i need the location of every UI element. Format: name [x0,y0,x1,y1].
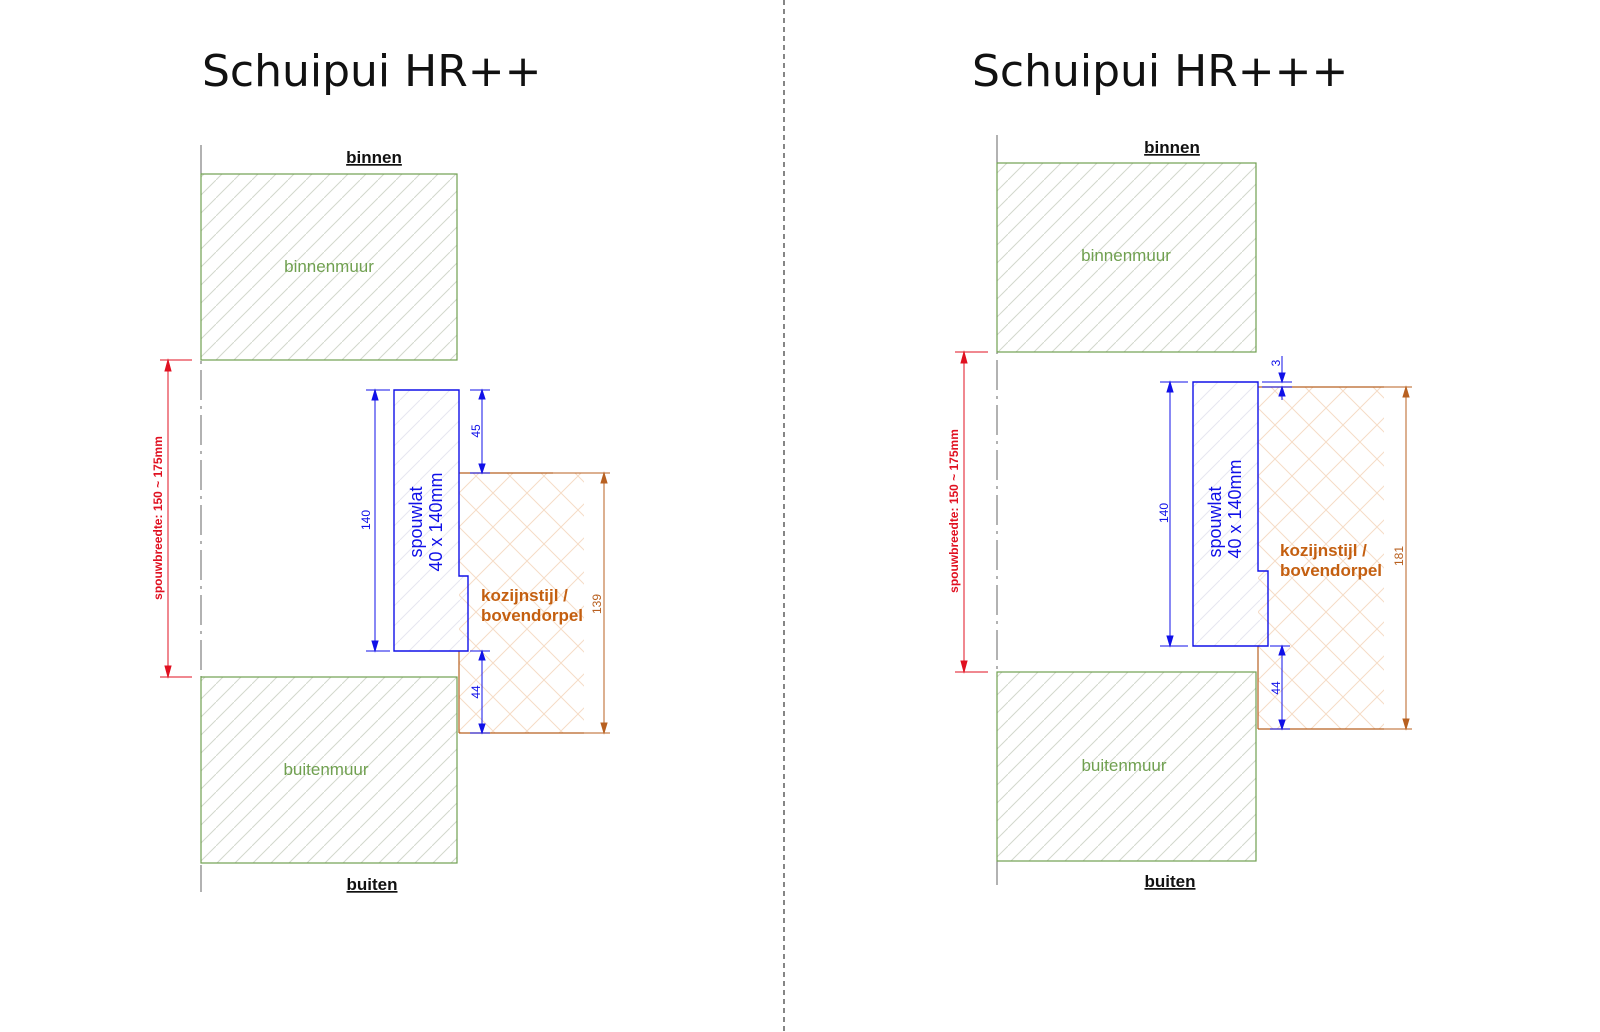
dimension-frame [1384,385,1412,731]
dimension-bottom-value: 44 [469,685,483,699]
outer-wall [996,671,1257,862]
dimension-batten [1160,380,1188,648]
outside-label: buiten [347,875,398,894]
cavity-width-label: spouwbreedte: 150 ~ 175mm [947,429,961,593]
frame-section [459,473,584,733]
outer-wall-label: buitenmuur [1081,756,1166,775]
dimension-bottom [1270,644,1290,731]
batten-label-line2: 40 x 140mm [1225,459,1245,558]
dimension-top-value: 45 [469,424,483,438]
inner-wall-label: binnenmuur [1081,246,1171,265]
inner-wall-label: binnenmuur [284,257,374,276]
dimension-frame-value: 139 [590,594,604,614]
outer-wall [200,676,458,864]
detail-hr-plus-plus: Schuipui HR++ binnen binnenmuur buitenmu… [151,46,610,894]
dimension-top [1262,356,1292,400]
dimension-cavity [955,350,988,674]
dimension-bottom [470,649,490,735]
dimension-batten [366,388,390,653]
detail-title: Schuipui HR+++ [972,46,1348,97]
inside-label: binnen [346,148,402,167]
inside-label: binnen [1144,138,1200,157]
dimension-frame-value: 181 [1392,546,1406,566]
frame-label-line1: kozijnstijl / [1280,541,1367,560]
detail-hr-plus-plus-plus: Schuipui HR+++ binnen binnenmuur buitenm… [947,46,1412,891]
batten-label-line1: spouwlat [1205,486,1225,557]
dimension-batten-value: 140 [1157,503,1171,523]
dimension-frame [553,471,610,735]
dimension-batten-value: 140 [359,510,373,530]
inner-wall [996,162,1257,353]
frame-section [1258,387,1384,729]
frame-label-line1: kozijnstijl / [481,586,568,605]
dimension-top-value: 3 [1269,359,1283,366]
dimension-bottom-value: 44 [1269,681,1283,695]
inner-wall [200,173,458,361]
cavity-batten [393,389,469,652]
cavity-width-label: spouwbreedte: 150 ~ 175mm [151,436,165,600]
frame-label-line2: bovendorpel [481,606,583,625]
cavity-batten [1192,381,1269,647]
outside-label: buiten [1145,872,1196,891]
dimension-cavity [160,358,192,679]
detail-title: Schuipui HR++ [202,46,542,97]
batten-label-line1: spouwlat [406,486,426,557]
frame-label-line2: bovendorpel [1280,561,1382,580]
dimension-top [470,388,490,475]
outer-wall-label: buitenmuur [283,760,368,779]
batten-label-line2: 40 x 140mm [426,472,446,571]
